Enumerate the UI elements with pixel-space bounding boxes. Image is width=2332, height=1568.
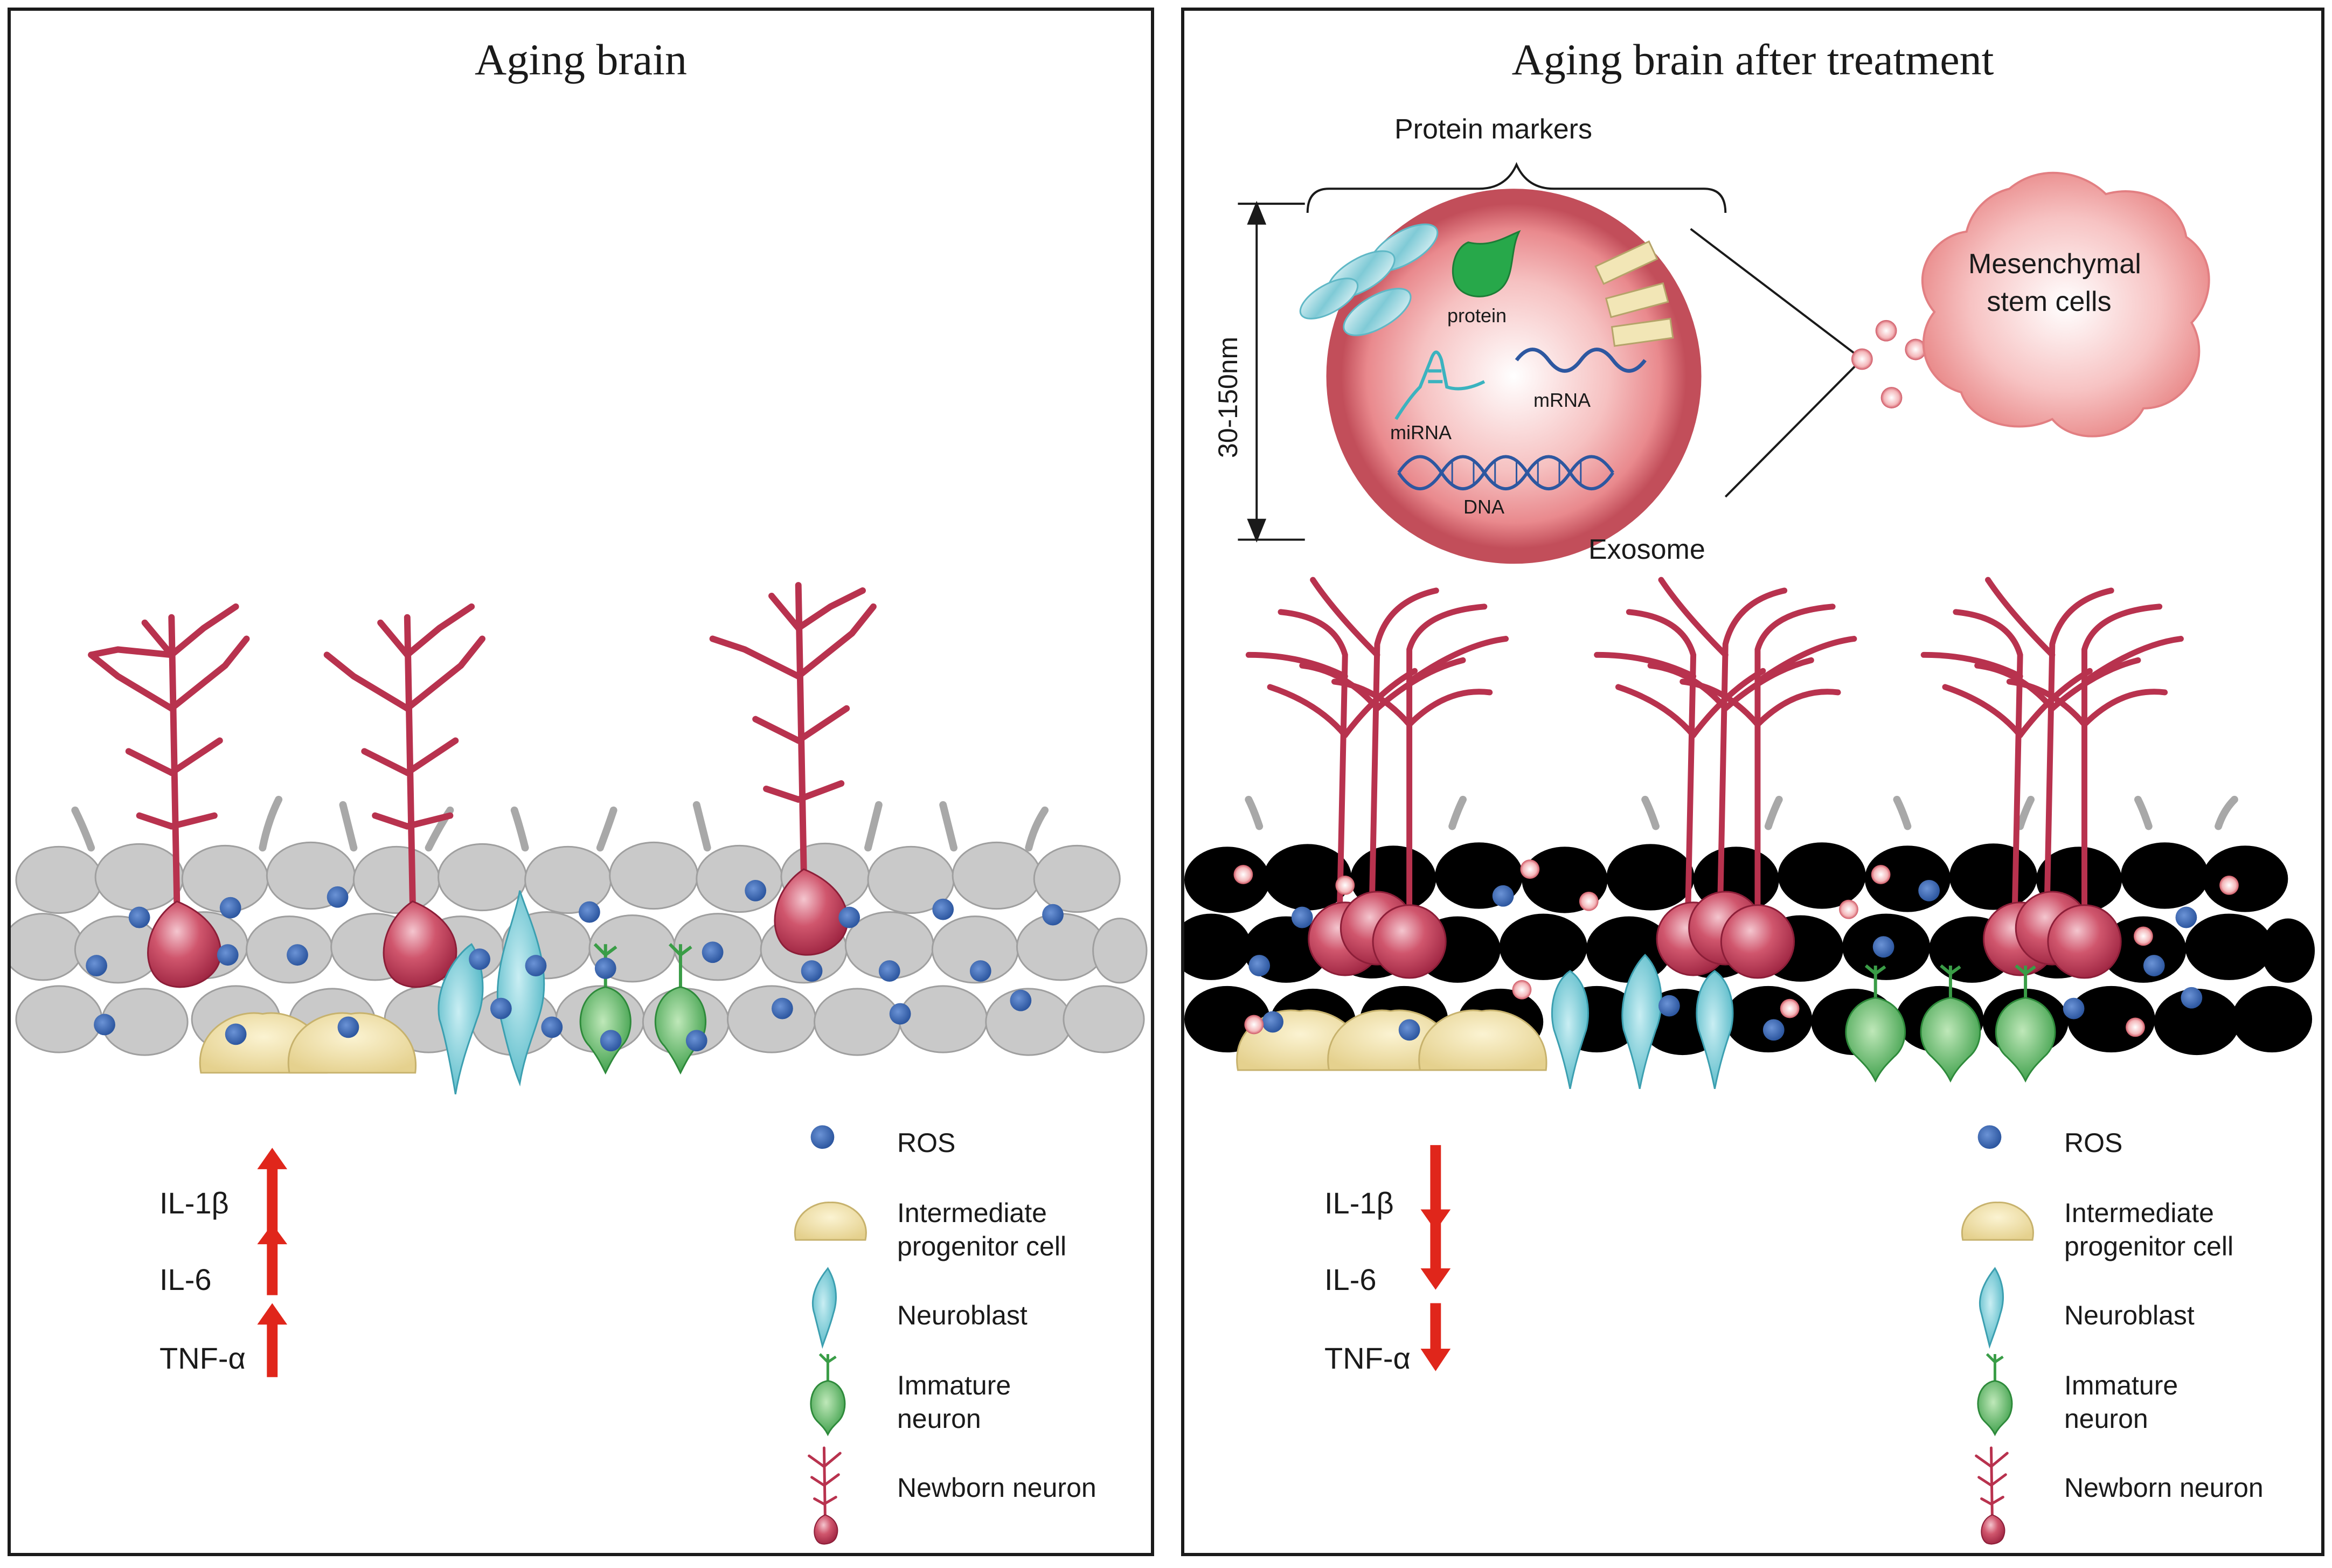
legend-neuroblast-label: Neuroblast [897, 1300, 1028, 1330]
cytokine-down-arrows [1420, 1145, 1451, 1371]
immature-neuron [654, 943, 707, 1075]
legend-immature-neuron-icon [810, 1353, 846, 1437]
cytokine-label: IL-6 [1324, 1262, 1377, 1296]
receptor-icon [1299, 223, 1439, 336]
legend-immature-label-line2: neuron [2064, 1404, 2148, 1434]
legend-ipc-label-line1: Intermediate [2064, 1198, 2214, 1228]
legend-ros-label: ROS [2064, 1128, 2123, 1158]
legend-newborn-neuron-icon [808, 1446, 842, 1545]
panel-title: Aging brain [475, 35, 687, 84]
legend-ipc-icon [794, 1202, 867, 1241]
membrane-tab-icon [1594, 240, 1674, 347]
mesenchymal-stem-cells-blob [1921, 171, 2210, 438]
newborn-neuron-soma [383, 900, 457, 988]
cytokine-label: IL-1β [1324, 1186, 1394, 1220]
protein-markers-label: Protein markers [1394, 114, 1592, 145]
protein-icon [1452, 230, 1521, 297]
neuroblast [1696, 970, 1734, 1090]
treated-brain-illustration [1184, 162, 2316, 1545]
legend-immature-label-line1: Immature [2064, 1370, 2178, 1400]
immature-neuron [1995, 964, 2056, 1083]
immature-neuron [1845, 964, 1906, 1083]
newborn-neuron-cluster [1245, 577, 1509, 915]
legend-ipc-icon [1961, 1202, 2034, 1241]
legend-ipc-label-line2: progenitor cell [2064, 1231, 2234, 1261]
immature-neuron [1920, 964, 1981, 1083]
legend-immature-neuron-icon [1977, 1353, 2013, 1437]
dna-label: DNA [1463, 496, 1505, 518]
newborn-neuron [323, 603, 486, 905]
intermediate-progenitor-cell [1418, 1009, 1547, 1071]
panel-aging-brain-after-treatment: Aging brain after treatment [1181, 8, 2324, 1556]
newborn-neuron-cluster [1920, 577, 2184, 915]
panel-title: Aging brain after treatment [1511, 35, 1994, 84]
exosome-label: Exosome [1588, 534, 1705, 565]
mirna-icon [1394, 350, 1486, 420]
newborn-neuron-somas [1308, 891, 2122, 979]
mrna-icon [1515, 348, 1647, 373]
newborn-neuron-cluster [1594, 577, 1857, 915]
ros-dots [1248, 879, 2203, 1041]
intermediate-progenitor-cell [287, 1012, 417, 1074]
protein-markers-brace [1306, 162, 1727, 213]
legend-immature-label-line1: Immature [897, 1370, 1011, 1400]
cytokine-label: TNF-α [159, 1341, 246, 1375]
exosome-dots [1851, 320, 1927, 408]
cytokine-label: IL-6 [159, 1262, 212, 1296]
newborn-neuron [88, 603, 250, 905]
protein-label: protein [1447, 304, 1507, 327]
zoom-line [1690, 228, 1863, 360]
aging-brain-illustration [11, 582, 1148, 1545]
legend-immature-label-line2: neuron [897, 1404, 981, 1434]
mirna-label: miRNA [1390, 421, 1452, 443]
legend-newborn-label: Newborn neuron [2064, 1473, 2264, 1503]
legend-ros-label: ROS [897, 1128, 956, 1158]
cytokine-up-arrows [257, 1148, 288, 1377]
zoom-line [1724, 358, 1863, 498]
size-bar [1238, 200, 1305, 543]
immature-neuron [579, 943, 631, 1075]
neuroblast [438, 943, 484, 1094]
cytokine-label: IL-1β [159, 1186, 229, 1220]
neuroblast [1551, 970, 1589, 1090]
msc-label-line1: Mesenchymal [1968, 248, 2141, 280]
dna-icon [1397, 455, 1614, 491]
legend-ros-icon [810, 1125, 835, 1149]
size-label: 30-150nm [1213, 336, 1243, 458]
ros-dots [86, 879, 1064, 1052]
legend-ros-icon [1977, 1125, 2002, 1149]
legend-newborn-label: Newborn neuron [897, 1473, 1096, 1503]
newborn-neuron-soma [774, 868, 849, 956]
panel-aging-brain: Aging brain [8, 8, 1154, 1556]
legend-newborn-neuron-icon [1975, 1446, 2009, 1545]
exosome-dots [1233, 859, 2239, 1037]
legend-neuroblast-icon [1979, 1267, 2004, 1349]
legend-ipc-label-line1: Intermediate [897, 1198, 1047, 1228]
msc-label-line2: stem cells [1987, 286, 2112, 317]
mrna-label: mRNA [1533, 389, 1591, 411]
newborn-neuron-soma [147, 900, 221, 988]
legend-neuroblast-icon [811, 1267, 837, 1349]
cytokine-label: TNF-α [1324, 1341, 1411, 1375]
legend-neuroblast-label: Neuroblast [2064, 1300, 2195, 1330]
legend-ipc-label-line2: progenitor cell [897, 1231, 1067, 1261]
newborn-neuron [709, 582, 877, 873]
